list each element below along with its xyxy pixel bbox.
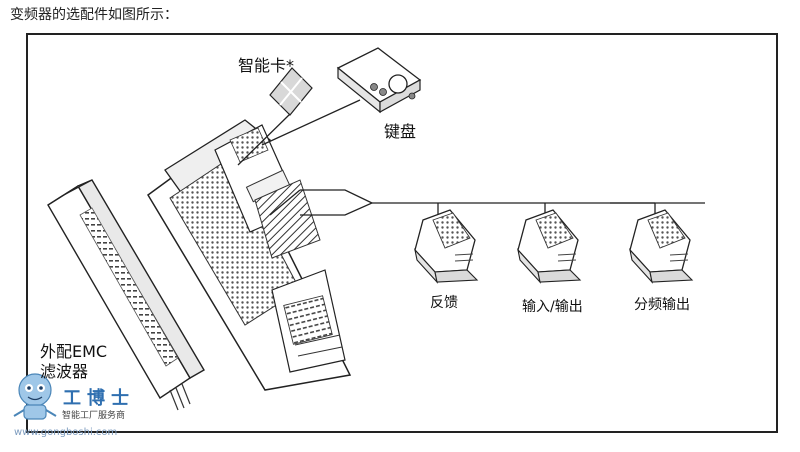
emc-filter-label-line2: 滤波器: [40, 362, 89, 381]
figure-caption: 变频器的选配件如图所示：: [10, 7, 178, 23]
feedback-module: [414, 209, 479, 284]
drive-unit: [147, 119, 352, 391]
keypad-graphic: [261, 47, 422, 146]
io-label: 输入/输出: [522, 299, 583, 315]
watermark-brand: 工博士: [63, 388, 135, 409]
freq-div-out-label: 分频输出: [634, 297, 690, 313]
io-module: [517, 209, 582, 284]
smart-card-graphic: [237, 67, 313, 166]
freq-div-module: [629, 209, 694, 284]
watermark-url: www.gongboshi.com: [14, 427, 118, 438]
watermark-subtitle: 智能工厂服务商: [62, 411, 126, 421]
robot-mascot-icon: [13, 373, 57, 420]
figure-frame: [26, 33, 778, 433]
emc-filter-label-line1: 外配EMC: [40, 342, 108, 361]
smart-card-label: 智能卡*: [238, 56, 295, 75]
feedback-label: 反馈: [430, 295, 458, 311]
connector-lines: [269, 189, 705, 216]
emc-filter: [47, 179, 205, 411]
keypad-label: 键盘: [384, 122, 417, 141]
